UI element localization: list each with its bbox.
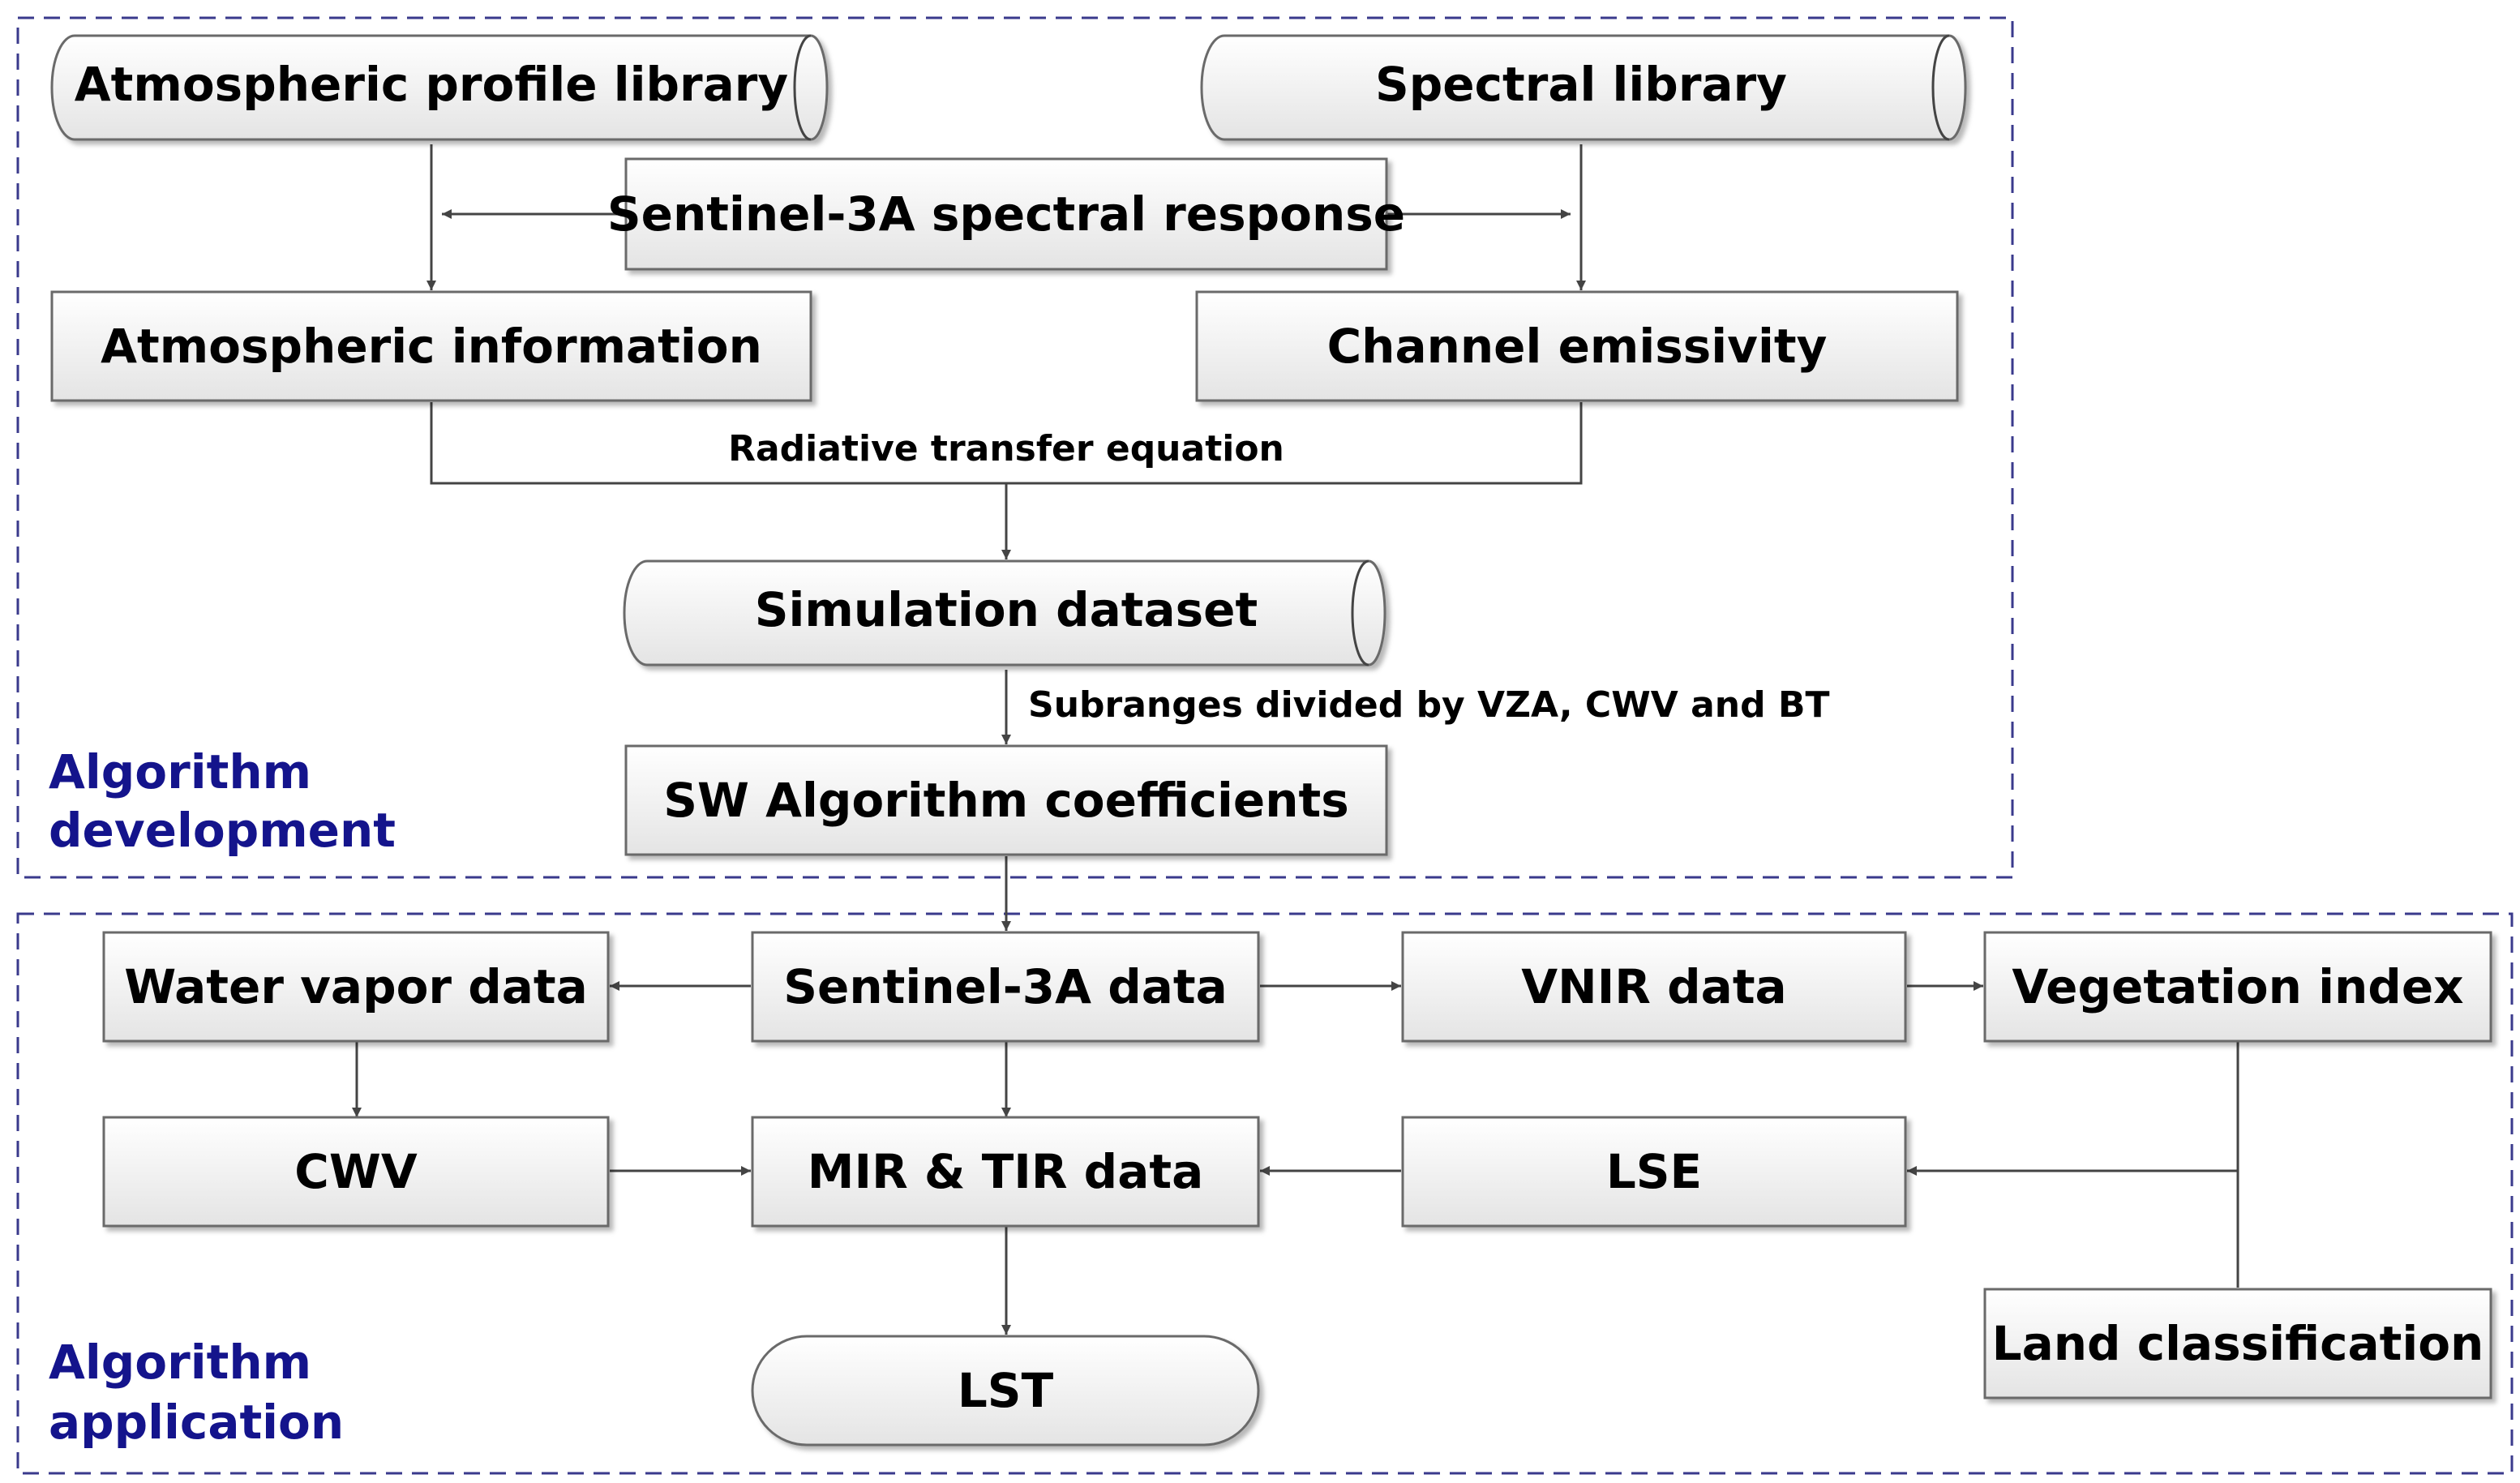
channel-emissivity-label: Channel emissivity	[1327, 319, 1828, 374]
sw-algorithm-coefficients-node: SW Algorithm coefficients	[624, 744, 1388, 856]
sentinel-spectral-response-label: Sentinel-3A spectral response	[607, 186, 1405, 242]
development-region-label-line2: development	[49, 803, 396, 858]
vnir-data-label: VNIR data	[1521, 959, 1786, 1014]
land-classification-node: Land classification	[1983, 1288, 2492, 1399]
spectral-library-label: Spectral library	[1375, 57, 1787, 112]
sentinel-data-label: Sentinel-3A data	[783, 959, 1228, 1014]
atmospheric-information-label: Atmospheric information	[101, 319, 762, 374]
vegetation-index-node: Vegetation index	[1983, 931, 2492, 1043]
spectral-library-node: Spectral library	[1200, 34, 1967, 141]
mir-tir-data-label: MIR & TIR data	[808, 1144, 1203, 1199]
lse-node: LSE	[1401, 1116, 1907, 1228]
atmospheric-information-node: Atmospheric information	[50, 290, 812, 402]
lst-label: LST	[958, 1363, 1054, 1418]
lst-node: LST	[751, 1335, 1260, 1447]
water-vapor-data-node: Water vapor data	[102, 931, 610, 1043]
subranges-label: Subranges divided by VZA, CWV and BT	[1028, 684, 1830, 726]
sentinel-data-node: Sentinel-3A data	[751, 931, 1260, 1043]
application-region-label-line2: application	[49, 1395, 344, 1450]
algorithm-development-region	[16, 16, 2014, 879]
land-classification-label: Land classification	[1992, 1316, 2484, 1371]
algorithm-application-region	[16, 912, 2514, 1475]
atmospheric-profile-library-label: Atmospheric profile library	[75, 57, 788, 112]
sw-algorithm-coefficients-label: SW Algorithm coefficients	[663, 773, 1349, 828]
simulation-dataset-node: Simulation dataset	[623, 559, 1386, 666]
mir-tir-data-node: MIR & TIR data	[751, 1116, 1260, 1228]
sentinel-spectral-response-node: Sentinel-3A spectral response	[607, 157, 1405, 271]
lse-label: LSE	[1606, 1144, 1702, 1199]
channel-emissivity-node: Channel emissivity	[1195, 290, 1959, 402]
development-region-label-line1: Algorithm	[49, 744, 311, 799]
application-region-label-line1: Algorithm	[49, 1335, 311, 1390]
water-vapor-data-label: Water vapor data	[124, 959, 588, 1014]
cwv-label: CWV	[294, 1144, 418, 1199]
cwv-node: CWV	[102, 1116, 610, 1228]
radiative-transfer-label: Radiative transfer equation	[728, 428, 1284, 469]
vegetation-index-label: Vegetation index	[2012, 959, 2463, 1014]
atmospheric-profile-library-node: Atmospheric profile library	[50, 34, 829, 141]
vnir-data-node: VNIR data	[1401, 931, 1907, 1043]
simulation-dataset-label: Simulation dataset	[755, 582, 1258, 637]
